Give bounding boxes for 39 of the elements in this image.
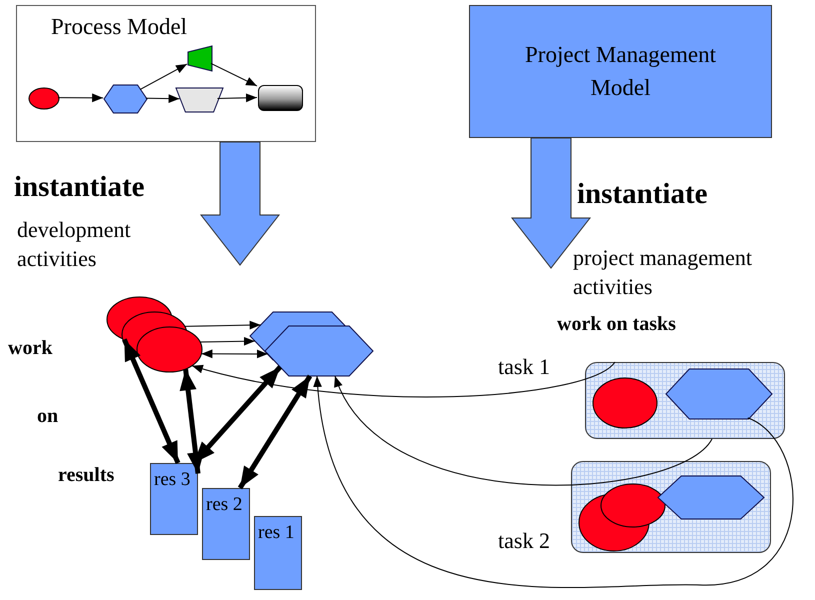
arrow — [58, 93, 104, 102]
text-label: on — [37, 404, 60, 429]
result-document — [202, 488, 250, 560]
text-label: development activities — [17, 216, 132, 273]
document-label: res 3 — [154, 468, 190, 492]
block-arrow — [200, 142, 280, 266]
double-arrow — [122, 338, 180, 464]
document-label: res 2 — [206, 493, 242, 517]
model-box — [469, 5, 772, 138]
box-title: Project Management Model — [524, 41, 717, 102]
task-label: task 1 — [498, 353, 550, 381]
text-label: instantiate — [577, 177, 708, 212]
arrow — [184, 320, 262, 330]
task-panel — [585, 362, 785, 439]
arrow — [210, 62, 258, 86]
arrow — [140, 64, 188, 90]
task-label: task 2 — [498, 527, 550, 555]
text-label: results — [58, 463, 116, 488]
arrow — [216, 93, 258, 102]
gradient-box — [258, 85, 303, 111]
task-panel — [571, 461, 771, 553]
text-label: project management activities — [573, 244, 753, 301]
result-document — [150, 463, 198, 535]
arrow — [191, 362, 616, 398]
arrow — [200, 336, 256, 346]
text-label: instantiate — [14, 170, 146, 205]
text-label: work on tasks — [557, 312, 677, 337]
model-panel — [16, 5, 316, 142]
block-arrow — [510, 138, 592, 269]
document-label: res 1 — [258, 521, 294, 545]
panel-title: Process Model — [51, 13, 188, 41]
text-label: work — [8, 336, 54, 361]
arrow — [334, 376, 712, 486]
arrow — [145, 94, 180, 103]
arrow — [314, 376, 794, 588]
result-document — [254, 516, 302, 590]
double-arrow — [200, 349, 268, 358]
double-arrow — [238, 374, 312, 490]
double-arrow — [180, 368, 204, 474]
